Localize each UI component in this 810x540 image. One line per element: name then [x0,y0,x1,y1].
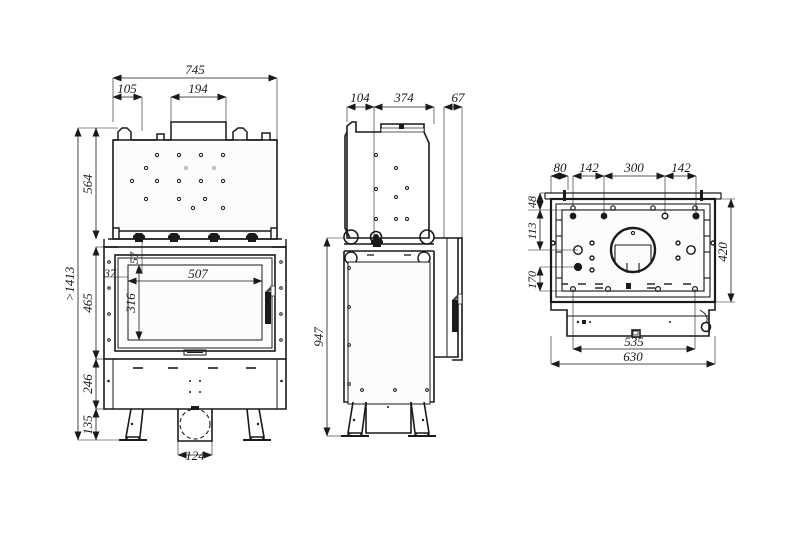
side-dim-rear-offset: 104 [350,90,370,105]
front-dim-top-notch: 194 [188,81,208,96]
top-dim-inner-width: 535 [624,334,644,349]
top-dim-top-band: 48 [525,196,539,208]
front-side-bolts [107,379,283,383]
top-skirt-marks [576,320,671,336]
top-flue-damper [614,230,652,273]
side-leg-bolts [352,406,425,422]
front-lower-dots [189,380,201,393]
top-dimensions [528,172,735,368]
front-door-latch [183,349,207,356]
front-dim-plinth-step: 57 [127,251,141,264]
top-band-ticks [563,190,703,201]
front-glass-outline [127,264,263,341]
front-dim-glass-width: 507 [188,266,208,281]
front-upper-bolts [129,152,226,211]
front-dim-legs-height: 135 [80,415,95,435]
top-bottom-slots [562,283,691,289]
side-dim-body-depth: 374 [393,90,414,105]
top-front-skirt [550,302,716,338]
top-dim-lower-band: 170 [525,271,539,289]
side-view: 104 374 67 947 [311,90,466,437]
front-dim-frame-offset: 37 [103,266,117,280]
top-dim-span2: 142 [671,160,691,175]
front-dim-door-height: 465 [80,293,95,313]
top-inner-frame-lines [561,209,705,292]
front-dim-upper-height: 564 [80,174,95,194]
side-body-bolts [347,266,429,392]
top-flue-collar [609,226,657,274]
side-upper-body [344,121,430,239]
side-dimensions [323,103,463,437]
top-outer-frame [549,197,717,304]
top-inner-panel [562,210,704,291]
top-dim-overall-width: 630 [623,349,643,364]
front-legs [119,408,271,441]
top-view: 80 142 300 142 48 113 170 420 535 630 [525,160,735,368]
side-top-fitting [399,124,404,129]
front-dim-total-height: >1413 [62,266,77,301]
side-legs [341,401,436,437]
top-side-rails [555,219,711,279]
front-door-handle [265,285,276,324]
front-dim-glass-height: 316 [123,293,138,314]
front-door-frame [103,246,287,360]
side-mid-rail [344,238,434,265]
top-dim-span1: 142 [579,160,599,175]
front-dim-left-offset: 105 [117,81,137,96]
front-flue-duct [177,406,213,442]
front-dim-overall-width: 745 [185,62,205,77]
top-dim-depth-outer: 420 [715,242,730,262]
front-top-profile [113,121,277,141]
side-handle-detail [452,293,463,332]
front-dimensions [74,74,278,459]
side-dim-front-projection: 67 [452,90,466,105]
top-dim-span-center: 300 [623,160,644,175]
side-upper-bolts [374,153,409,221]
top-dim-left-edge: 80 [554,160,568,175]
front-leg-bolts [130,422,260,426]
side-main-body [343,251,435,405]
front-dim-flue-diameter: 124 [185,448,205,463]
side-dim-overall-height: 947 [311,327,326,347]
front-dim-lower-height: 246 [80,374,95,394]
front-glass-pane [121,261,269,345]
front-door-bolts [107,260,283,342]
front-view: 745 105 194 564 465 246 135 >1413 57 37 … [62,62,287,463]
front-upper-panel [116,143,274,233]
top-dim-mid-band: 113 [525,222,539,239]
